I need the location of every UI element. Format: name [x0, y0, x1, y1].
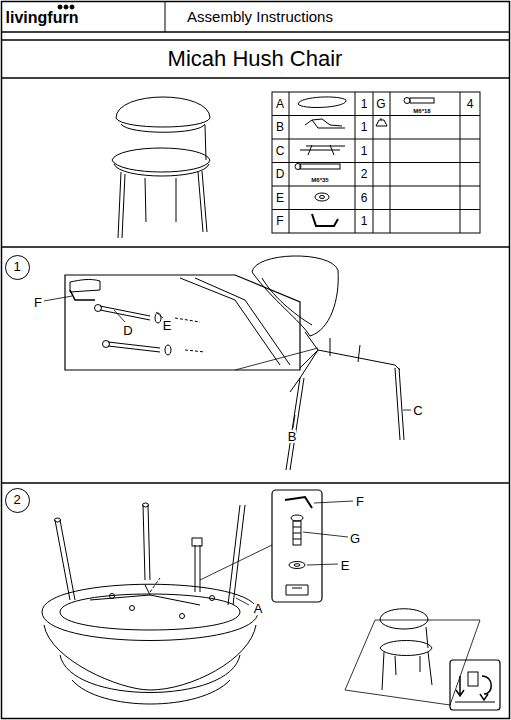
table-cell: 1	[361, 98, 368, 110]
table-cell: 2	[361, 168, 368, 180]
callout-letter: C	[413, 404, 422, 417]
table-cell: A	[276, 98, 284, 110]
step-number: 2	[5, 488, 30, 513]
step-number: 1	[5, 255, 30, 280]
table-cell: 6	[361, 192, 368, 204]
callout-letter: D	[123, 324, 132, 337]
brand-logo: livingfurn	[6, 9, 79, 27]
table-cell: C	[276, 145, 285, 157]
table-cell: 1	[361, 121, 368, 133]
table-cell: 1	[361, 215, 368, 227]
callout-letter: E	[341, 559, 350, 572]
table-cell: 4	[467, 98, 474, 110]
chair-title: Micah Hush Chair	[168, 47, 343, 71]
table-cell: 1	[361, 145, 368, 157]
callout-letter: G	[350, 532, 360, 545]
callout-letter: E	[163, 319, 172, 332]
callout-letter: B	[288, 430, 297, 443]
step-number-text: 1	[6, 256, 29, 278]
table-cell: M6*35	[311, 177, 328, 183]
callout-letter: F	[356, 495, 364, 508]
table-cell: D	[276, 168, 285, 180]
step-number-text: 2	[6, 489, 29, 511]
callout-letter: F	[34, 296, 42, 309]
table-cell: M6*18	[413, 108, 430, 114]
callout-letter: A	[254, 602, 263, 615]
brand-logo-text: livingfurn	[6, 9, 79, 27]
table-cell: B	[276, 121, 284, 133]
header-title-text: Assembly Instructions	[187, 9, 333, 26]
chair-title-text: Micah Hush Chair	[168, 47, 343, 71]
header-title: Assembly Instructions	[187, 9, 333, 26]
table-cell: G	[376, 98, 385, 110]
table-cell: E	[276, 192, 284, 204]
table-cell: F	[276, 215, 283, 227]
